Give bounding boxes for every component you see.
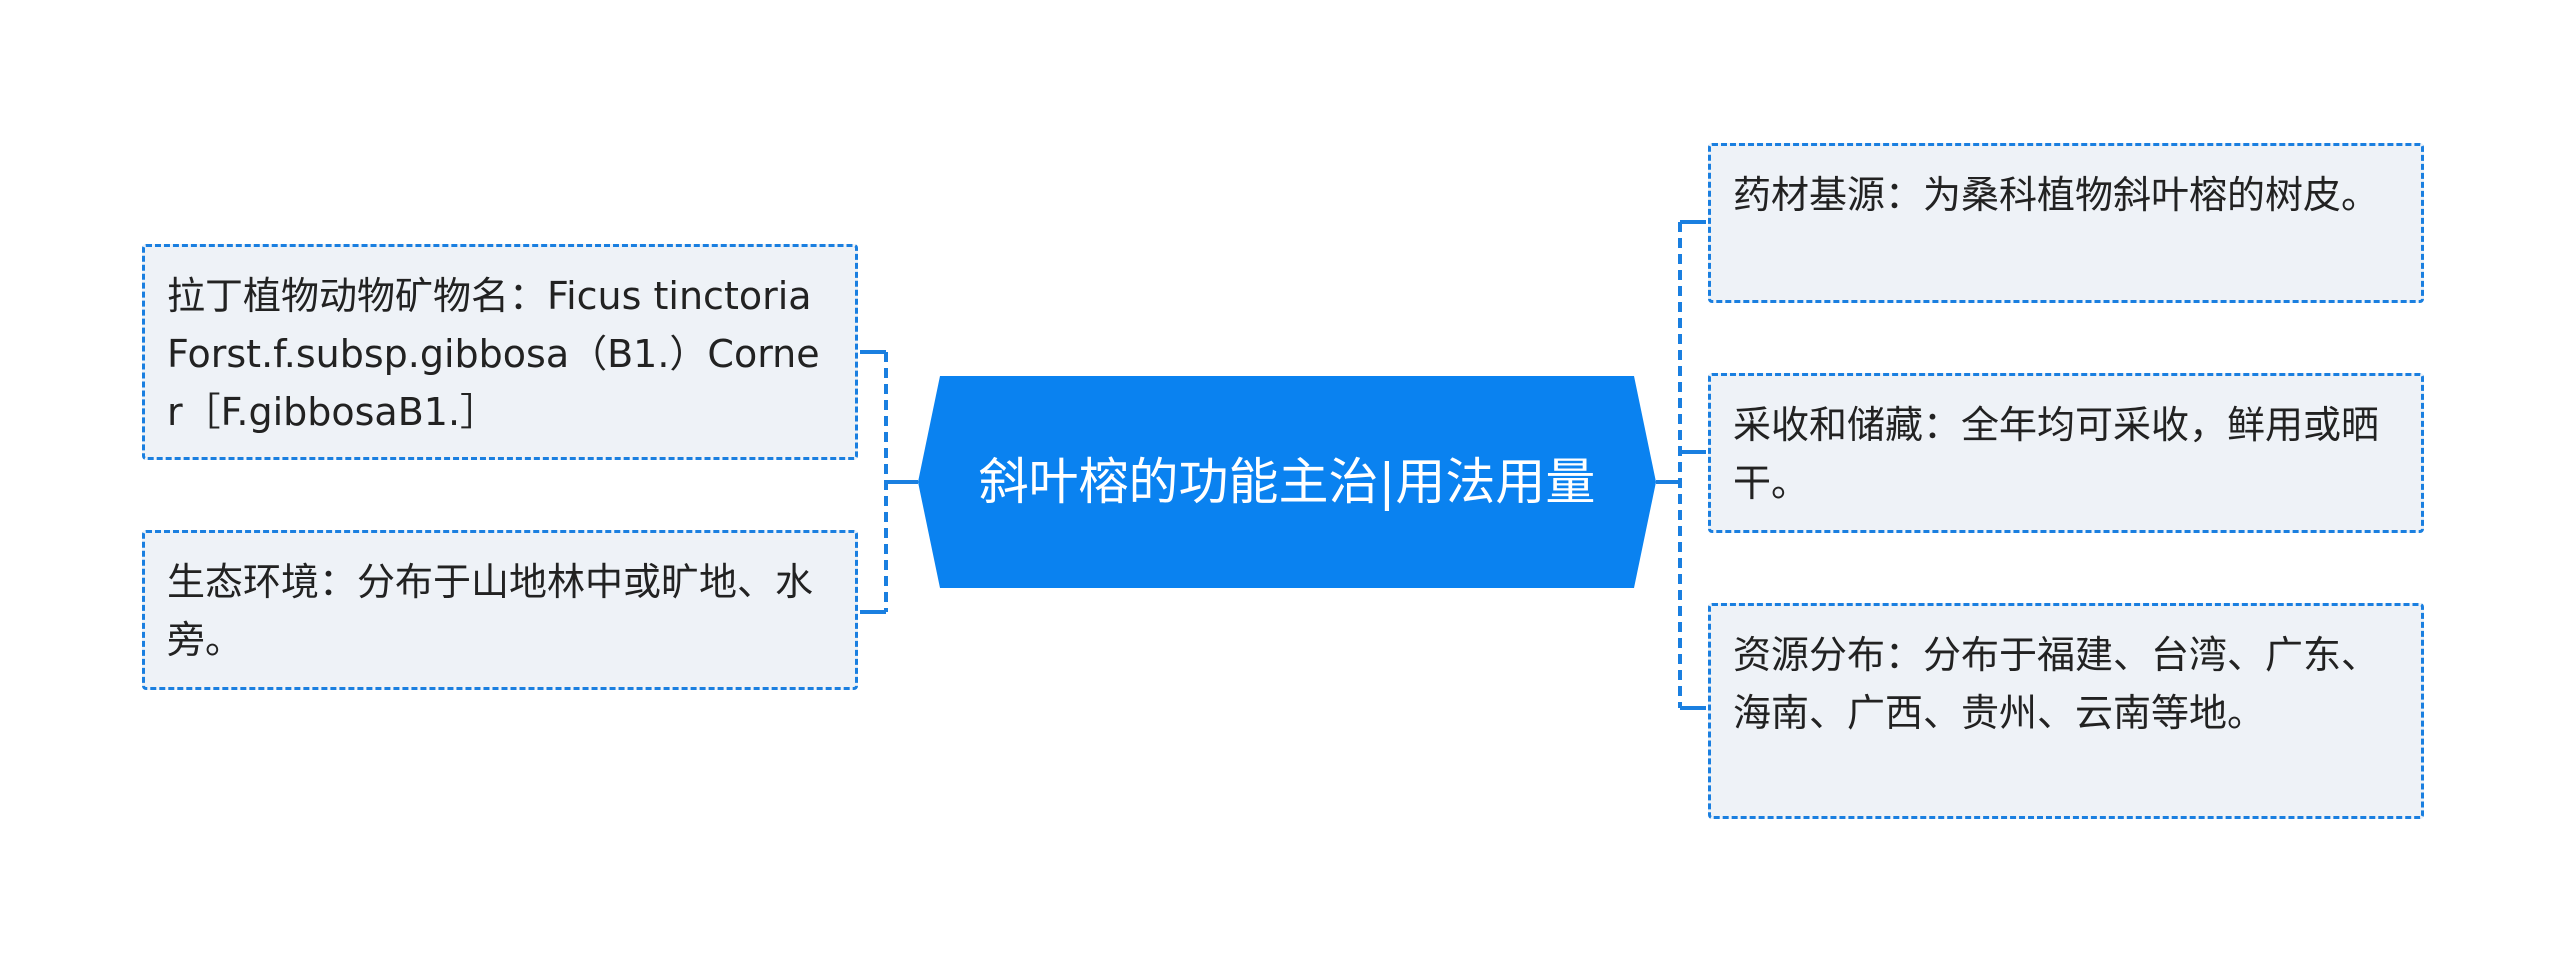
branch-medicinal-source[interactable]: 药材基源：为桑科植物斜叶榕的树皮。 bbox=[1708, 143, 2424, 303]
branch-harvest-storage-label: 采收和储藏：全年均可采收，鲜用或晒干。 bbox=[1733, 403, 2380, 505]
branch-latin-name-label: 拉丁植物动物矿物名：Ficus tinctoria Forst.f.subsp.… bbox=[167, 274, 820, 434]
central-topic-shape bbox=[918, 376, 1656, 588]
central-topic-node[interactable]: 斜叶榕的功能主治|用法用量 bbox=[918, 376, 1656, 588]
branch-distribution-label: 资源分布：分布于福建、台湾、广东、海南、广西、贵州、云南等地。 bbox=[1733, 633, 2380, 735]
branch-harvest-storage[interactable]: 采收和储藏：全年均可采收，鲜用或晒干。 bbox=[1708, 373, 2424, 533]
branch-habitat-label: 生态环境：分布于山地林中或旷地、水旁。 bbox=[167, 560, 814, 662]
branch-medicinal-source-label: 药材基源：为桑科植物斜叶榕的树皮。 bbox=[1733, 173, 2380, 217]
branch-distribution[interactable]: 资源分布：分布于福建、台湾、广东、海南、广西、贵州、云南等地。 bbox=[1708, 603, 2424, 819]
branch-habitat[interactable]: 生态环境：分布于山地林中或旷地、水旁。 bbox=[142, 530, 858, 690]
central-topic-label: 斜叶榕的功能主治|用法用量 bbox=[978, 453, 1596, 511]
branch-latin-name[interactable]: 拉丁植物动物矿物名：Ficus tinctoria Forst.f.subsp.… bbox=[142, 244, 858, 460]
